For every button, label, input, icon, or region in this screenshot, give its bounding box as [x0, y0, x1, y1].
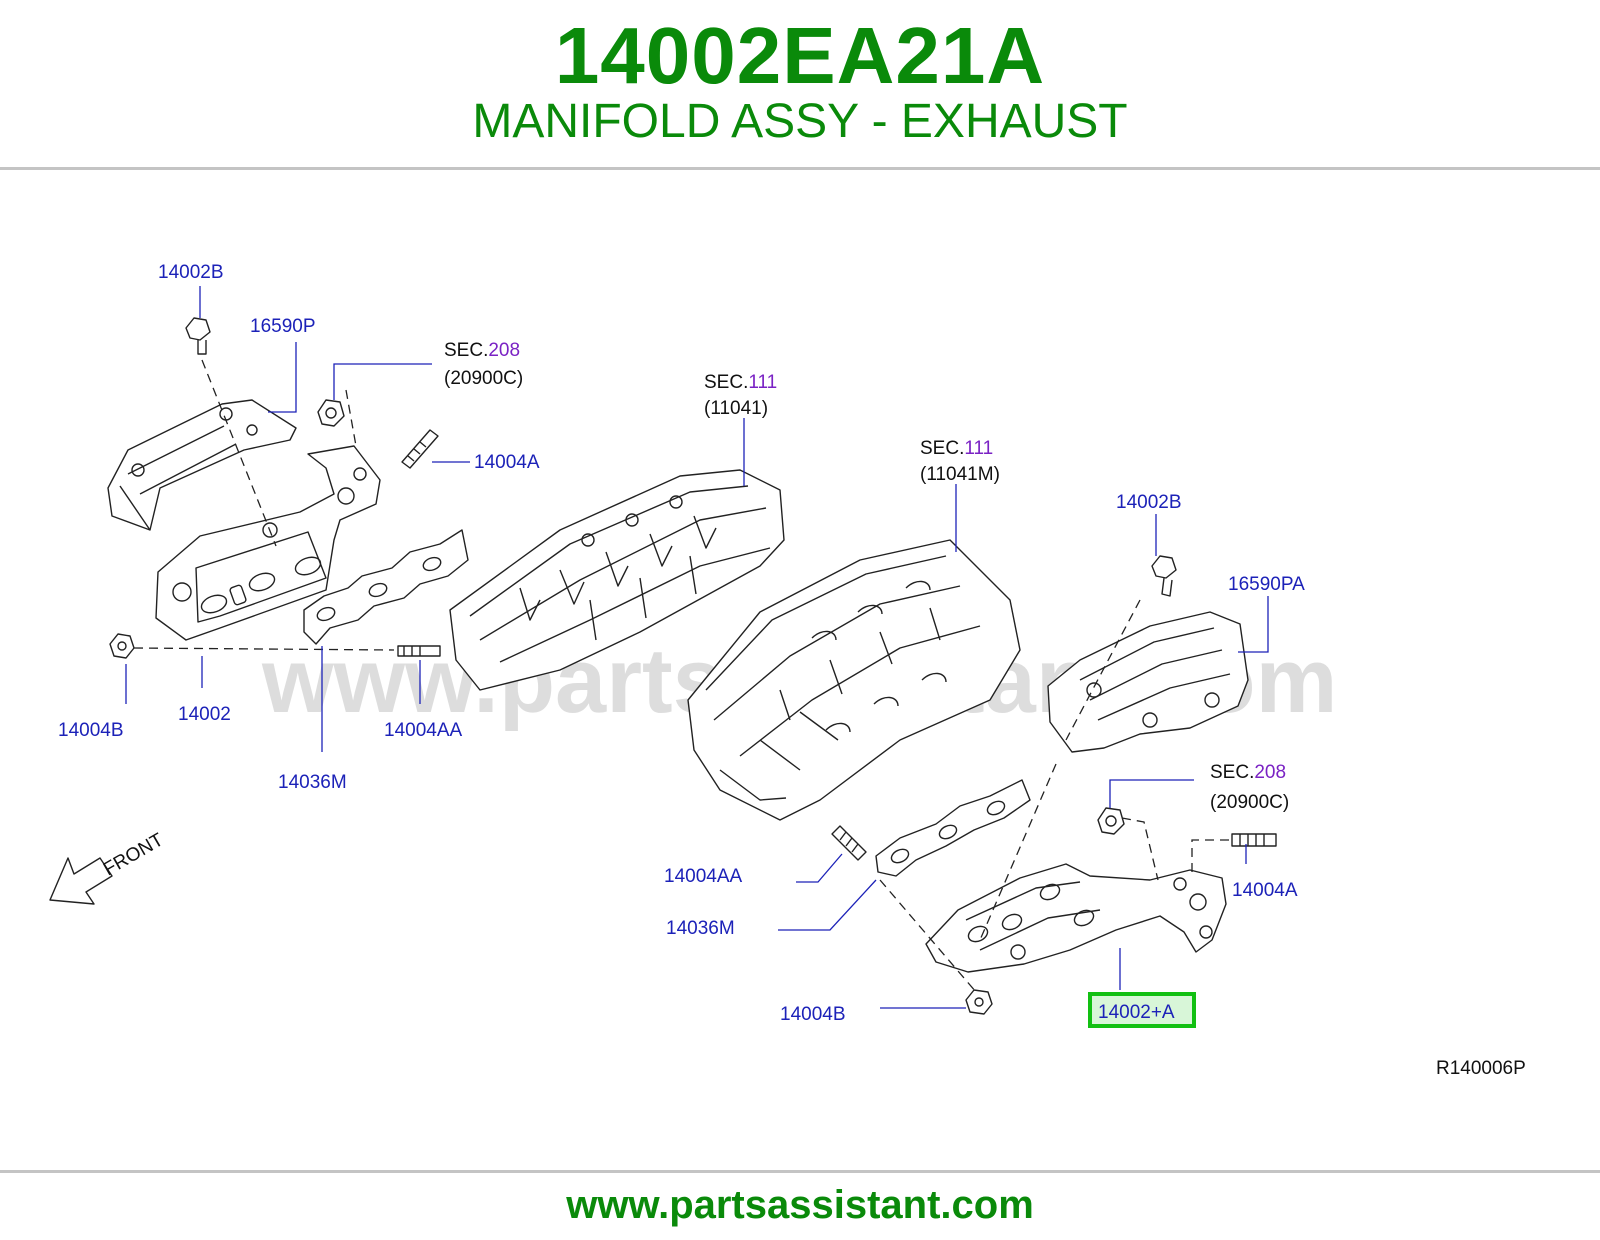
front-label: FRONT: [100, 829, 168, 880]
nut-20900c-left: [317, 399, 345, 427]
label-14004b-right: 14004B: [780, 1004, 846, 1025]
highlighted-part-label: 14002+A: [1098, 1002, 1175, 1023]
label-14004a-right: 14004A: [1232, 880, 1298, 901]
label-14004aa-left: 14004AA: [384, 720, 463, 741]
bolt-14002b-right: [1151, 555, 1177, 597]
stud-14004a-right: [1231, 833, 1277, 847]
sec-111-b-code: (11041M): [920, 464, 1000, 485]
label-14004aa-right: 14004AA: [664, 866, 743, 887]
gasket-left: [303, 529, 469, 645]
stud-14004aa-right: [831, 825, 867, 861]
label-14036m-left: 14036M: [278, 772, 347, 793]
page-header: 14002EA21A MANIFOLD ASSY - EXHAUST: [0, 0, 1600, 170]
header-divider: [0, 167, 1600, 170]
heat-insulator-left: [107, 399, 297, 531]
gasket-right: [875, 779, 1031, 877]
label-14004b-left: 14004B: [58, 720, 124, 741]
nut-14004b-right: [965, 989, 993, 1015]
sec-208-right-code: (20900C): [1210, 792, 1289, 813]
label-16590pa: 16590PA: [1228, 574, 1305, 595]
sec-111-a-code: (11041): [704, 398, 768, 419]
stud-14004aa-left: [397, 645, 441, 657]
sec-111-a: SEC.111: [704, 372, 777, 393]
label-14002b-left: 14002B: [158, 262, 224, 283]
label-14036m-right: 14036M: [666, 918, 735, 939]
exhaust-manifold-right: [925, 863, 1227, 973]
cylinder-head-11041: [449, 469, 785, 691]
label-14002: 14002: [178, 704, 231, 725]
footer-divider: [0, 1170, 1600, 1173]
nut-20900c-right: [1097, 807, 1125, 835]
cylinder-head-11041m: [687, 539, 1021, 821]
stud-14004a-left: [401, 429, 439, 469]
nut-14004b-left: [109, 633, 135, 659]
sec-111-b: SEC.111: [920, 438, 993, 459]
sec-208-right: SEC.208: [1210, 762, 1286, 783]
label-14002b-right: 14002B: [1116, 492, 1182, 513]
exhaust-manifold-left: [155, 445, 381, 641]
sec-208-left: SEC.208: [444, 340, 520, 361]
part-number-title: 14002EA21A: [554, 11, 1046, 100]
highlighted-part-14002-a[interactable]: 14002+A: [1088, 992, 1196, 1028]
front-direction-arrow: FRONT: [49, 829, 168, 905]
label-14004a-left: 14004A: [474, 452, 540, 473]
bolt-14002b-left: [185, 317, 211, 355]
figure-code: R140006P: [1436, 1058, 1526, 1079]
sec-208-left-code: (20900C): [444, 368, 523, 389]
part-description: MANIFOLD ASSY - EXHAUST: [472, 95, 1128, 148]
label-16590p: 16590P: [250, 316, 316, 337]
footer-website-url[interactable]: www.partsassistant.com: [566, 1183, 1034, 1227]
